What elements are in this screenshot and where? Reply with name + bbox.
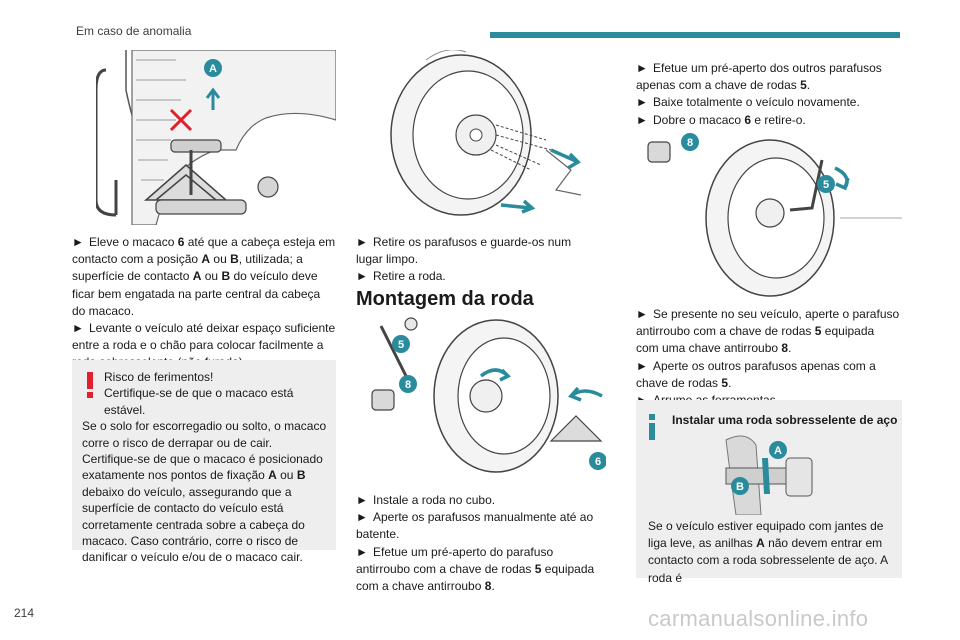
ref-b: B <box>230 252 239 267</box>
info-icon <box>649 414 655 440</box>
bullet: ► <box>636 95 648 110</box>
text: Se o veículo estiver equipado com jantes… <box>648 519 884 551</box>
text: e retire-o. <box>751 112 806 127</box>
text: do veículo deve ficar bem engatada na pa… <box>72 269 321 318</box>
ref-5: 5 <box>800 78 807 93</box>
svg-text:8: 8 <box>687 137 693 149</box>
bullet: ► <box>636 358 648 373</box>
warning-exclamation-icon <box>87 372 93 398</box>
bullet: ► <box>356 235 368 249</box>
text: . <box>491 579 495 594</box>
text: equipada com uma chave antirroubo <box>636 324 875 356</box>
text: Instale a roda no cubo. <box>373 493 496 507</box>
ref-5: 5 <box>814 324 822 339</box>
text: Efetue um pré-aperto dos outros parafuso… <box>636 61 882 93</box>
text: Baixe totalmente o veículo novamente. <box>653 95 860 110</box>
ref-8: 8 <box>484 579 492 594</box>
info-title: Instalar uma roda sobresselente de aço <box>672 413 898 427</box>
text: equipada com a chave antirroubo <box>356 561 595 594</box>
svg-text:B: B <box>736 481 744 493</box>
text: . <box>806 78 811 93</box>
svg-text:6: 6 <box>595 456 601 468</box>
ref-6: 6 <box>744 112 752 127</box>
text: Retire os parafusos e guarde-os num luga… <box>356 235 572 267</box>
text: Aperte os outros parafusos apenas com a … <box>636 358 876 390</box>
wheel-tightening-illustration: 8 5 <box>647 133 902 297</box>
bullet: ► <box>72 235 84 249</box>
svg-text:A: A <box>209 63 217 75</box>
washer-illustration: A B <box>725 435 813 515</box>
wheel-mounting-illustration: 5 8 6 <box>371 317 606 473</box>
ref-a: A <box>192 269 202 284</box>
text: debaixo do veículo, assegurando que a su… <box>82 484 305 565</box>
ref-b: B <box>221 269 231 284</box>
text: Certifique-se de que o macaco é posicion… <box>82 452 323 483</box>
ref-a: A <box>201 252 211 267</box>
watermark: carmanualsonline.info <box>648 606 869 631</box>
wheel-removal-illustration <box>390 50 582 216</box>
text: Eleve o macaco <box>89 235 178 249</box>
callout-a <box>204 59 222 77</box>
svg-text:A: A <box>774 445 782 457</box>
text: ou <box>201 269 222 284</box>
ref-a: A <box>756 536 765 551</box>
text: , utilizada; a superfície de contacto <box>72 252 303 284</box>
svg-text:8: 8 <box>405 379 411 391</box>
warning-box: Risco de ferimentos! Certifique-se de qu… <box>72 360 336 564</box>
text: ou <box>276 468 297 483</box>
ref-8: 8 <box>781 341 789 356</box>
text: Se presente no seu veículo, aperte o par… <box>636 307 900 339</box>
info-box: Instalar uma roda sobresselente de aço A… <box>636 400 902 585</box>
text: ou <box>210 252 231 267</box>
svg-text:5: 5 <box>823 179 829 191</box>
bullet: ► <box>636 61 648 75</box>
ref-6: 6 <box>177 235 185 249</box>
bullet: ► <box>356 493 368 507</box>
bullet: ► <box>356 544 368 559</box>
bullet: ► <box>636 307 648 321</box>
svg-text:5: 5 <box>398 339 404 351</box>
ref-a: A <box>268 468 277 483</box>
bullet: ► <box>356 510 368 525</box>
warning-text: Se o solo for escorregadio ou solto, o m… <box>82 419 327 450</box>
text: Retire a roda. <box>373 269 446 284</box>
warning-title: Risco de ferimentos! <box>104 370 214 384</box>
text: até que a cabeça esteja em contacto com … <box>72 235 336 267</box>
text: Aperte os parafusos manualmente até ao b… <box>356 510 594 542</box>
ref-b: B <box>296 468 306 483</box>
bullet: ► <box>356 269 368 284</box>
section-title: Em caso de anomalia <box>76 24 192 38</box>
bullet: ► <box>72 321 84 336</box>
text: . <box>788 341 792 356</box>
text: . <box>728 375 732 390</box>
page-number: 214 <box>14 606 35 620</box>
ref-5: 5 <box>534 561 542 576</box>
text: Efetue um pré-aperto do parafuso antirro… <box>356 544 554 576</box>
bullet: ► <box>636 112 648 127</box>
text: Dobre o macaco <box>653 112 745 127</box>
jack-illustration: A <box>96 50 336 225</box>
text: não devem entrar em contacto com a roda … <box>648 536 888 585</box>
header-accent-bar <box>490 32 900 38</box>
warning-text: Certifique-se de que o macaco está estáv… <box>104 386 294 417</box>
section-heading: Montagem da roda <box>356 288 534 310</box>
ref-5: 5 <box>721 375 729 390</box>
